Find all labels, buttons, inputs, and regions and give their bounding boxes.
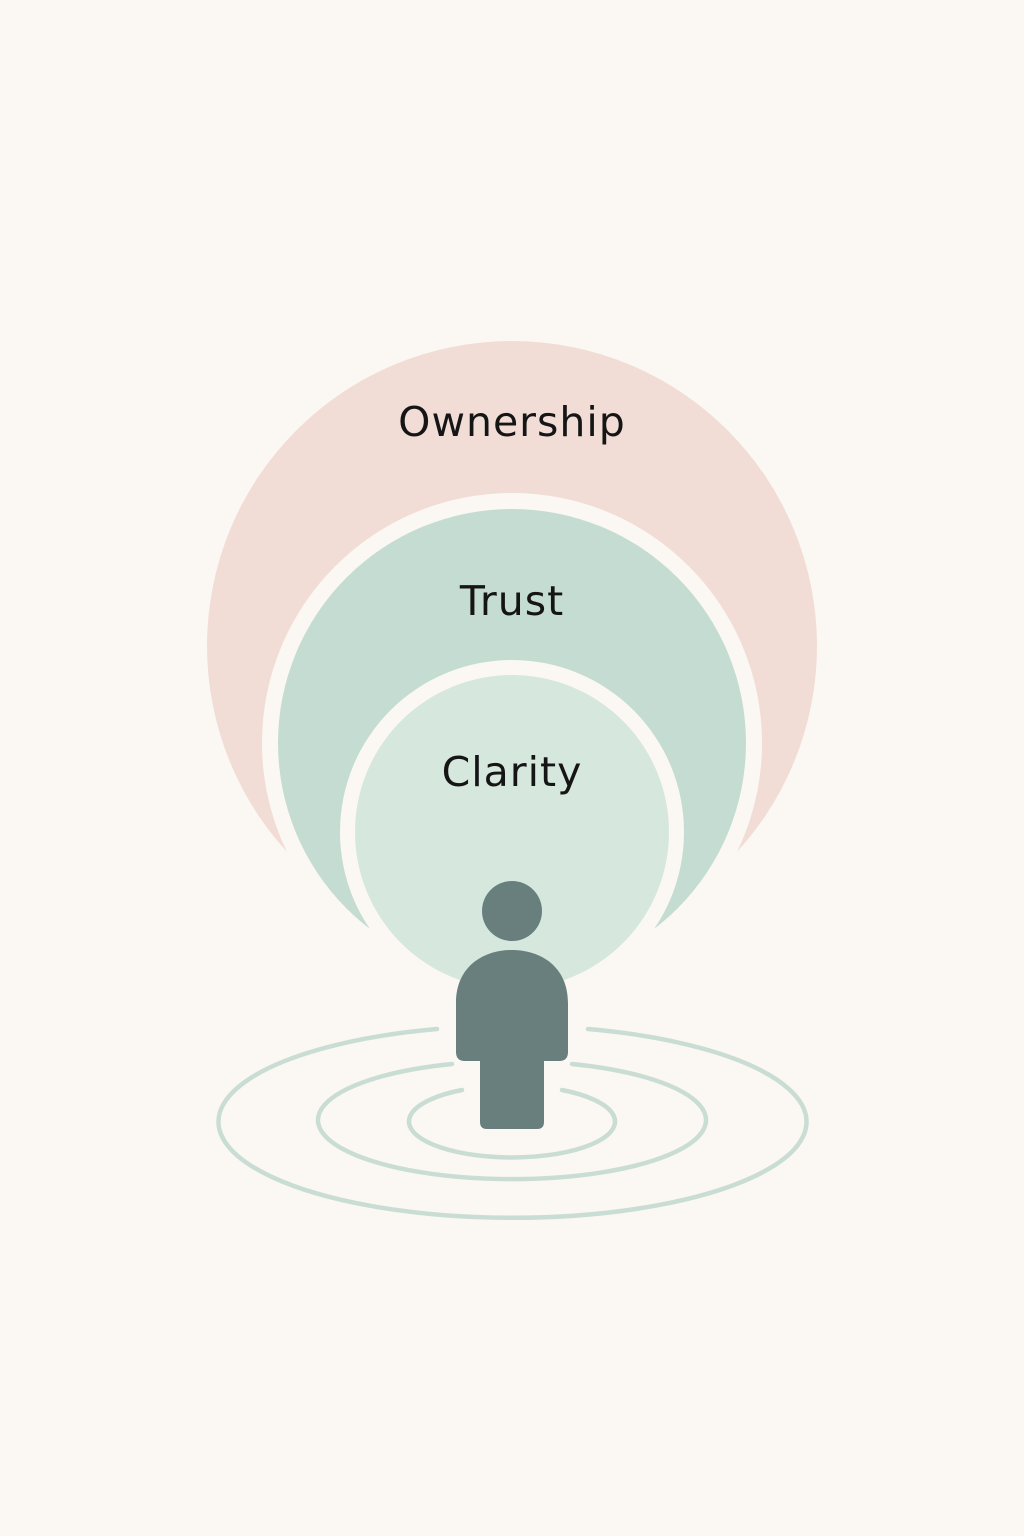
person-icon bbox=[456, 881, 568, 1129]
ripple-rings bbox=[216, 1026, 809, 1221]
layer-label-ownership: Ownership bbox=[398, 398, 626, 446]
person-head bbox=[482, 881, 542, 941]
ripple-ring-outer bbox=[216, 1026, 809, 1221]
ripple-ring-inner bbox=[406, 1087, 618, 1160]
layer-label-clarity: Clarity bbox=[442, 748, 583, 796]
person-body bbox=[456, 950, 568, 1129]
layer-label-trust: Trust bbox=[459, 577, 564, 625]
layer-clarity bbox=[355, 675, 669, 989]
ripple-ring-middle bbox=[315, 1061, 709, 1182]
